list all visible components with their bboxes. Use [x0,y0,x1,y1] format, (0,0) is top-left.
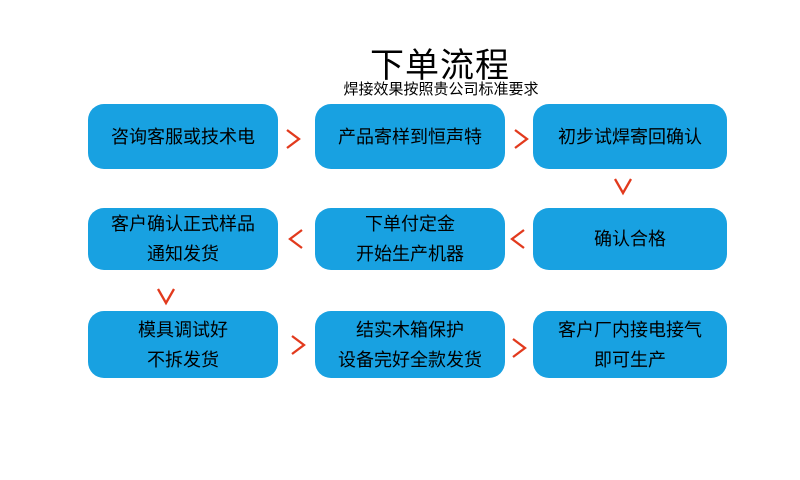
arrow-right-icon [291,335,306,355]
box-text: 模具调试好 [138,319,228,340]
page-subtitle: 焊接效果按照贵公司标准要求 [343,81,539,98]
box-text: 下单付定金 [365,214,455,234]
box-text: 开始生产机器 [356,244,464,264]
flow-box-customer-power-gas-production: 客户厂内接电接气 即可生产 [533,311,727,378]
flow-box-confirm-qualified: 确认合格 [533,208,727,270]
flow-box-mold-adjusted-ship: 模具调试好 不拆发货 [88,311,278,378]
flow-box-trial-weld-confirm: 初步试焊寄回确认 [533,104,727,169]
box-text: 初步试焊寄回确认 [558,126,702,147]
box-text: 产品寄样到恒声特 [338,126,482,147]
arrow-left-icon [510,229,525,249]
box-text: 结实木箱保护 [356,319,464,340]
box-text: 不拆发货 [147,349,219,370]
flow-box-wooden-crate-full-payment-ship: 结实木箱保护 设备完好全款发货 [315,311,505,378]
box-text: 客户确认正式样品 [111,214,255,234]
arrow-right-icon [514,129,529,149]
arrow-down-icon [614,178,632,196]
arrow-right-icon [286,129,301,149]
box-text: 设备完好全款发货 [338,349,482,370]
arrow-left-icon [288,229,303,249]
arrow-down-icon [157,288,175,306]
box-text: 即可生产 [594,349,666,370]
flow-box-send-sample: 产品寄样到恒声特 [315,104,505,169]
box-text: 咨询客服或技术电 [111,126,255,147]
page-title: 下单流程 [370,47,510,85]
arrow-right-icon [512,338,527,358]
box-text: 确认合格 [594,229,666,249]
box-text: 客户厂内接电接气 [558,319,702,340]
flow-box-consult-service: 咨询客服或技术电 [88,104,278,169]
box-text: 通知发货 [147,244,219,264]
flow-box-order-deposit-production: 下单付定金 开始生产机器 [315,208,505,270]
flow-box-confirm-sample-ship-notice: 客户确认正式样品 通知发货 [88,208,278,270]
